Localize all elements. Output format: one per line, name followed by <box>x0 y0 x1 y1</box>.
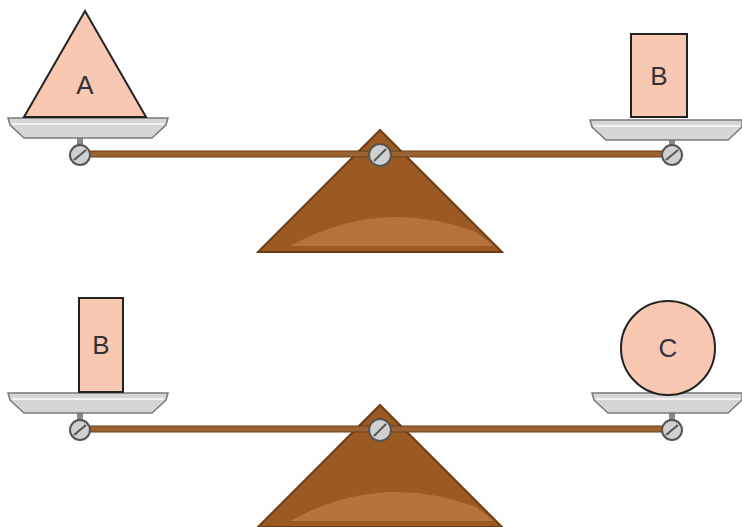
fulcrum-highlight <box>290 217 494 246</box>
screw <box>70 420 90 440</box>
pan-highlight <box>12 123 164 125</box>
screw-slot <box>74 150 86 160</box>
screw <box>662 145 682 165</box>
weight-box: B <box>78 297 124 393</box>
scale-pan <box>8 393 168 413</box>
screw-slot <box>666 150 678 160</box>
screw-slot <box>666 425 678 435</box>
screw-slot <box>74 425 86 435</box>
pan-highlight <box>12 398 164 400</box>
balance-bottom <box>8 393 742 527</box>
weight-triangle: A <box>23 10 147 118</box>
triangle-outline <box>24 11 146 117</box>
screw-slot <box>374 149 386 161</box>
fulcrum <box>258 405 502 527</box>
pan-highlight <box>594 125 740 127</box>
screw <box>369 419 391 441</box>
fulcrum-highlight <box>290 492 494 521</box>
weight-letter: A <box>76 72 93 98</box>
weight-letter: B <box>650 63 667 89</box>
screw-slot <box>374 424 386 436</box>
scale-pan <box>8 118 168 138</box>
weight-triangle-outline <box>23 10 147 118</box>
screw <box>369 144 391 166</box>
balance-top <box>8 118 742 252</box>
screw <box>662 420 682 440</box>
weight-box: B <box>630 33 688 118</box>
weight-letter: B <box>92 332 109 358</box>
weight-letter: C <box>659 335 678 361</box>
weight-circle: C <box>620 300 716 396</box>
pan-highlight <box>596 398 740 400</box>
scale-pan <box>592 393 742 413</box>
screw <box>70 145 90 165</box>
fulcrum <box>258 130 502 252</box>
scale-pan <box>590 120 742 140</box>
circle-outline <box>621 301 715 395</box>
